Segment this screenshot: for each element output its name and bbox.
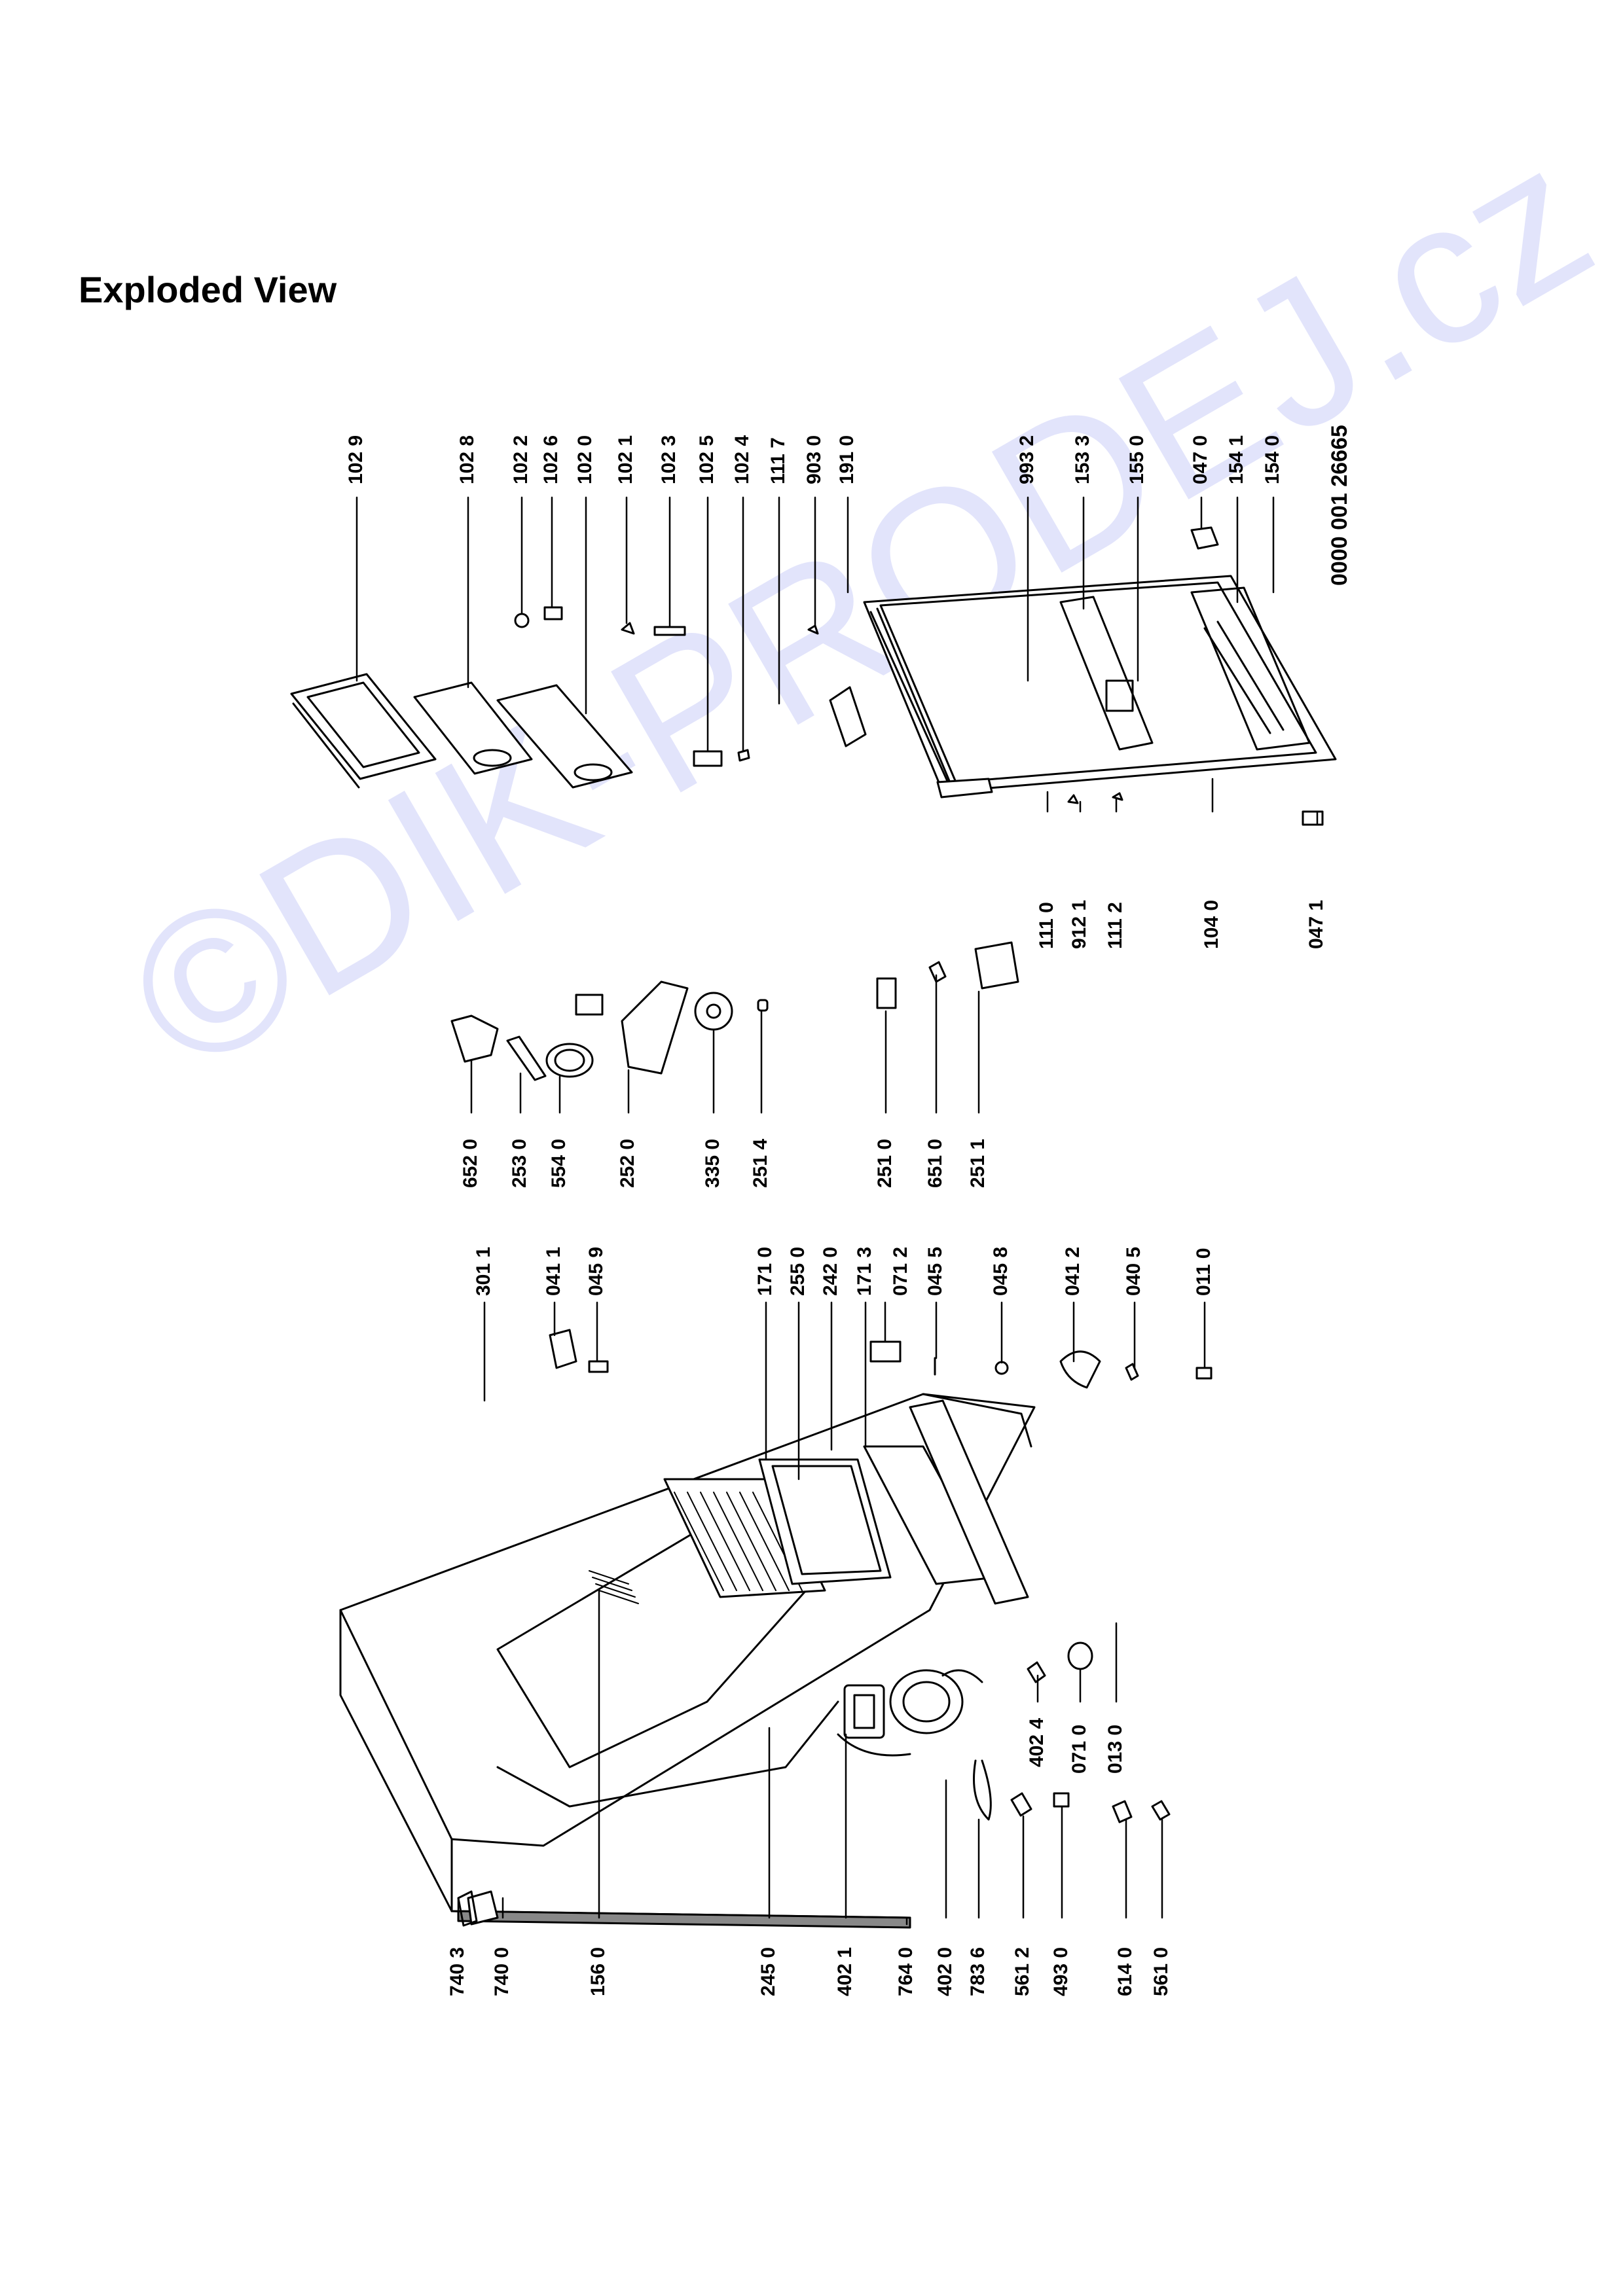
part-label: 255 0: [787, 1246, 809, 1296]
part-label: 011 0: [1193, 1247, 1214, 1296]
part-label: 614 0: [1114, 1946, 1136, 1996]
part-label: 102 5: [696, 435, 718, 484]
part-label: 041 2: [1062, 1246, 1084, 1296]
part-label: 041 1: [543, 1246, 564, 1296]
part-label: 171 0: [754, 1246, 776, 1296]
cabinet-body-drawing: [339, 1393, 1036, 1929]
part-label: 047 0: [1190, 435, 1211, 484]
part-label: 071 2: [890, 1246, 911, 1296]
shelf-1028-drawing: [413, 681, 533, 775]
part-label: 071 0: [1068, 1724, 1090, 1774]
part-label: 104 0: [1201, 899, 1222, 949]
part-label: 561 2: [1012, 1946, 1033, 1996]
part-label: 102 6: [540, 435, 562, 484]
page-title: Exploded View: [79, 269, 337, 310]
part-label: 335 0: [702, 1138, 723, 1188]
hinge-1117-drawing: [829, 686, 867, 747]
part-label: 251 4: [750, 1138, 771, 1188]
middle-parts-drawing: [450, 941, 1019, 1081]
part-label: 102 9: [345, 435, 367, 484]
part-label: 045 8: [990, 1246, 1012, 1296]
part-label: 245 0: [757, 1946, 779, 1996]
part-label: 561 0: [1150, 1946, 1172, 1996]
part-label: 155 0: [1126, 435, 1148, 484]
part-label: 154 1: [1226, 435, 1247, 484]
part-label: 493 0: [1050, 1946, 1072, 1996]
part-label: 252 0: [617, 1138, 638, 1188]
part-label: 740 3: [447, 1946, 468, 1996]
part-label: 102 4: [731, 435, 753, 484]
part-label: 102 3: [658, 435, 680, 484]
part-label: 191 0: [836, 435, 858, 484]
leader-lines: [356, 496, 1319, 1926]
part-label: 102 0: [574, 435, 596, 484]
part-label: 102 8: [456, 435, 478, 484]
part-label: 652 0: [460, 1138, 481, 1188]
part-label: 013 0: [1104, 1724, 1126, 1774]
part-label: 047 1: [1305, 899, 1327, 949]
part-label: 171 3: [854, 1246, 875, 1296]
part-label: 554 0: [548, 1138, 570, 1188]
part-label: 402 4: [1026, 1717, 1048, 1767]
part-label: 045 9: [585, 1246, 607, 1296]
part-label: 111 0: [1036, 902, 1057, 949]
part-label: 993 2: [1016, 435, 1038, 484]
part-label: 045 5: [924, 1246, 946, 1296]
part-label: 102 2: [510, 435, 532, 484]
door-small-parts-drawing: [1067, 526, 1324, 826]
document-number: 0000 001 26665: [1327, 425, 1352, 586]
part-label: 912 1: [1068, 899, 1090, 949]
part-label: 040 5: [1123, 1246, 1144, 1296]
part-label: 251 1: [967, 1138, 989, 1188]
part-label: 153 3: [1072, 435, 1093, 484]
part-label: 111 7: [767, 437, 789, 484]
part-label: 111 2: [1104, 902, 1126, 949]
part-label: 651 0: [924, 1138, 946, 1188]
part-label: 156 0: [587, 1946, 609, 1996]
part-label: 242 0: [820, 1246, 841, 1296]
part-label: 253 0: [509, 1138, 530, 1188]
door-1040-drawing: [863, 575, 1337, 798]
part-label: 740 0: [491, 1946, 513, 1996]
part-label: 102 1: [615, 435, 636, 484]
part-label: 301 1: [473, 1246, 494, 1296]
part-label: 764 0: [895, 1946, 917, 1996]
cabinet-small-parts-drawing: [457, 1329, 1213, 1927]
shelf-1020-drawing: [496, 684, 633, 789]
part-label: 402 0: [934, 1946, 956, 1996]
part-label: 783 6: [967, 1946, 989, 1996]
part-label: 251 0: [874, 1138, 896, 1188]
part-label: 154 0: [1262, 435, 1283, 484]
shelf-1029-drawing: [290, 673, 437, 789]
part-label: 903 0: [803, 435, 825, 484]
part-label: 402 1: [834, 1946, 856, 1996]
